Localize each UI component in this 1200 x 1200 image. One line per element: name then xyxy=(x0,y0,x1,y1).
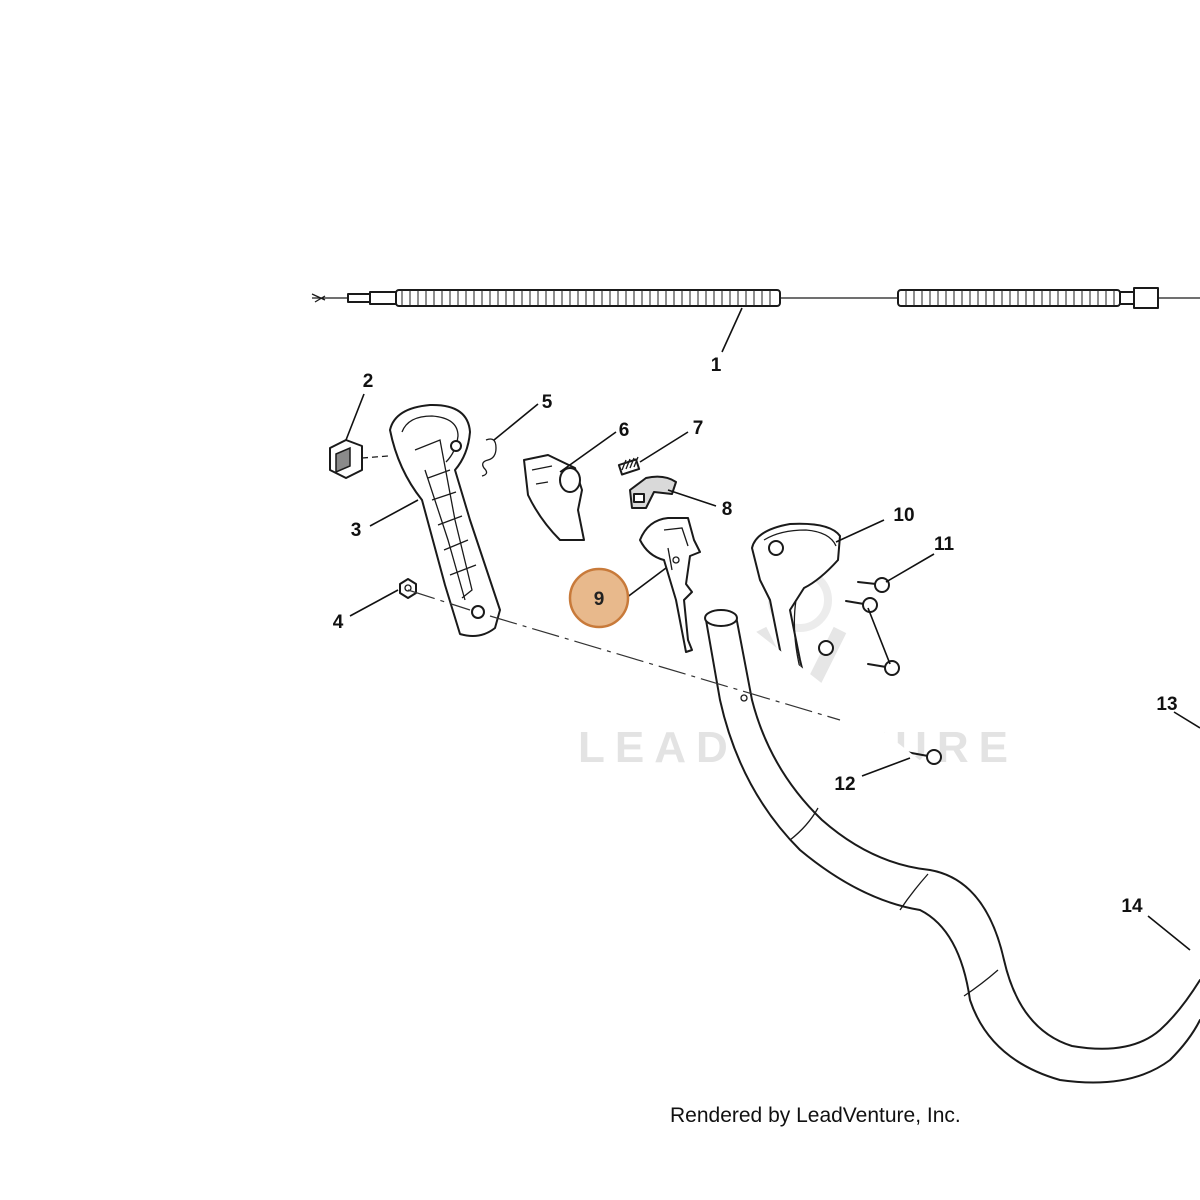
small-spring-part xyxy=(617,456,641,476)
callout-1[interactable]: 1 xyxy=(711,355,722,376)
callout-7[interactable]: 7 xyxy=(693,418,704,439)
callout-3[interactable]: 3 xyxy=(351,520,362,541)
callout-6[interactable]: 6 xyxy=(619,420,630,441)
callout-9[interactable]: 9 xyxy=(594,589,605,610)
nut-part xyxy=(399,578,417,599)
callout-4[interactable]: 4 xyxy=(333,612,344,633)
callout-10[interactable]: 10 xyxy=(893,505,914,526)
callout-5[interactable]: 5 xyxy=(542,392,553,413)
nut-centerline xyxy=(407,589,471,611)
callout-11[interactable]: 11 xyxy=(934,534,955,555)
screws-part-11 xyxy=(845,577,900,676)
callout-2[interactable]: 2 xyxy=(363,371,374,392)
spring-part xyxy=(481,438,497,477)
lockout-lever-part xyxy=(629,475,677,509)
callout-13[interactable]: 13 xyxy=(1156,694,1177,715)
trigger-guard-part xyxy=(523,454,585,541)
render-credit: Rendered by LeadVenture, Inc. xyxy=(670,1104,961,1127)
leader-lines xyxy=(345,307,1200,951)
handle-bar-tube xyxy=(704,609,1200,1084)
assembly-centerline xyxy=(489,615,841,721)
throttle-trigger-part xyxy=(639,517,701,653)
callout-14[interactable]: 14 xyxy=(1121,896,1143,917)
handle-left-half xyxy=(389,403,501,637)
throttle-cable xyxy=(311,287,1200,309)
callout-12[interactable]: 12 xyxy=(834,774,855,795)
switch-part xyxy=(329,439,389,479)
callout-8[interactable]: 8 xyxy=(722,499,733,520)
callout-9-highlight[interactable] xyxy=(568,567,630,629)
